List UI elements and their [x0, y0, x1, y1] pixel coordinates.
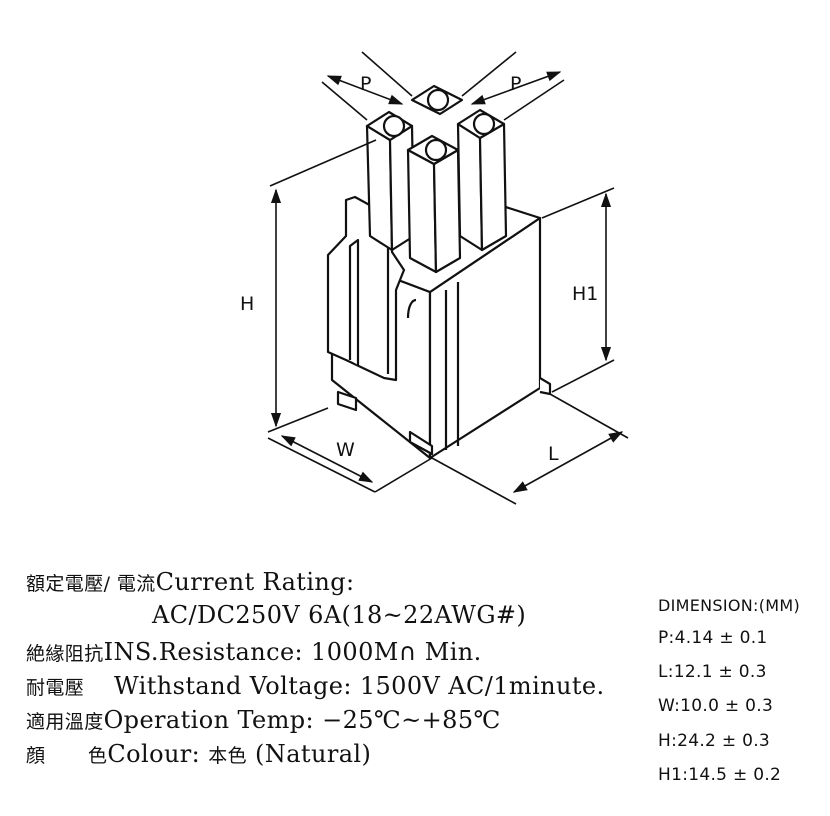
label-w: W — [336, 439, 355, 461]
ohm-symbol: ∩ — [398, 638, 417, 666]
spec-resistance-label-cjk: 絶緣阻抗 — [26, 643, 104, 665]
dimension-lines — [267, 51, 629, 505]
dimension-w: W:10.0 ± 0.3 — [658, 696, 774, 716]
spec-temperature-label-cjk: 適用溫度 — [26, 711, 104, 733]
spec-resistance: 絶緣阻抗INS.Resistance: 1000M∩ Min. — [26, 640, 482, 666]
spec-colour-value-cjk: 本色 — [208, 745, 248, 767]
connector-isometric-drawing: P P H H1 W L — [240, 51, 629, 505]
spec-colour-label-cjk-1: 顔 — [26, 745, 46, 767]
spec-voltage-label-cjk: 耐電壓 — [26, 677, 85, 699]
dimension-p: P:4.14 ± 0.1 — [658, 628, 768, 648]
spec-colour-value: (Natural) — [255, 740, 372, 768]
spec-current: 額定電壓/ 電流Current Rating: — [26, 570, 355, 596]
spec-temperature: 適用溫度Operation Temp: −25℃~+85℃ — [26, 708, 501, 734]
spec-colour-text: Colour: — [107, 740, 201, 768]
spec-current-label-cjk: 額定電壓/ 電流 — [26, 573, 156, 595]
spec-colour: 顔 色Colour: 本色 (Natural) — [26, 742, 371, 768]
dimension-l: L:12.1 ± 0.3 — [658, 662, 767, 682]
label-l: L — [548, 443, 559, 465]
label-p-left: P — [360, 73, 371, 95]
label-h1: H1 — [572, 283, 598, 305]
dimension-h1: H1:14.5 ± 0.2 — [658, 765, 782, 785]
spec-colour-label-cjk-2: 色 — [88, 745, 108, 767]
dimension-title: DIMENSION:(MM) — [658, 596, 801, 615]
spec-resistance-text: INS.Resistance: 1000M — [103, 638, 399, 666]
spec-voltage-text: Withstand Voltage: 1500V AC/1minute. — [114, 672, 605, 700]
spec-voltage: 耐電壓 Withstand Voltage: 1500V AC/1minute. — [26, 674, 605, 700]
spec-current-value: AC/DC250V 6A(18~22AWG#) — [152, 601, 527, 629]
label-p-right: P — [510, 73, 521, 95]
spec-temperature-text: Operation Temp: −25℃~+85℃ — [103, 706, 501, 734]
pin-towers — [365, 84, 508, 274]
spec-resistance-suffix: Min. — [416, 638, 482, 666]
dimension-h: H:24.2 ± 0.3 — [658, 731, 771, 751]
label-h: H — [240, 293, 254, 315]
spec-current-label: Current Rating: — [155, 568, 355, 596]
